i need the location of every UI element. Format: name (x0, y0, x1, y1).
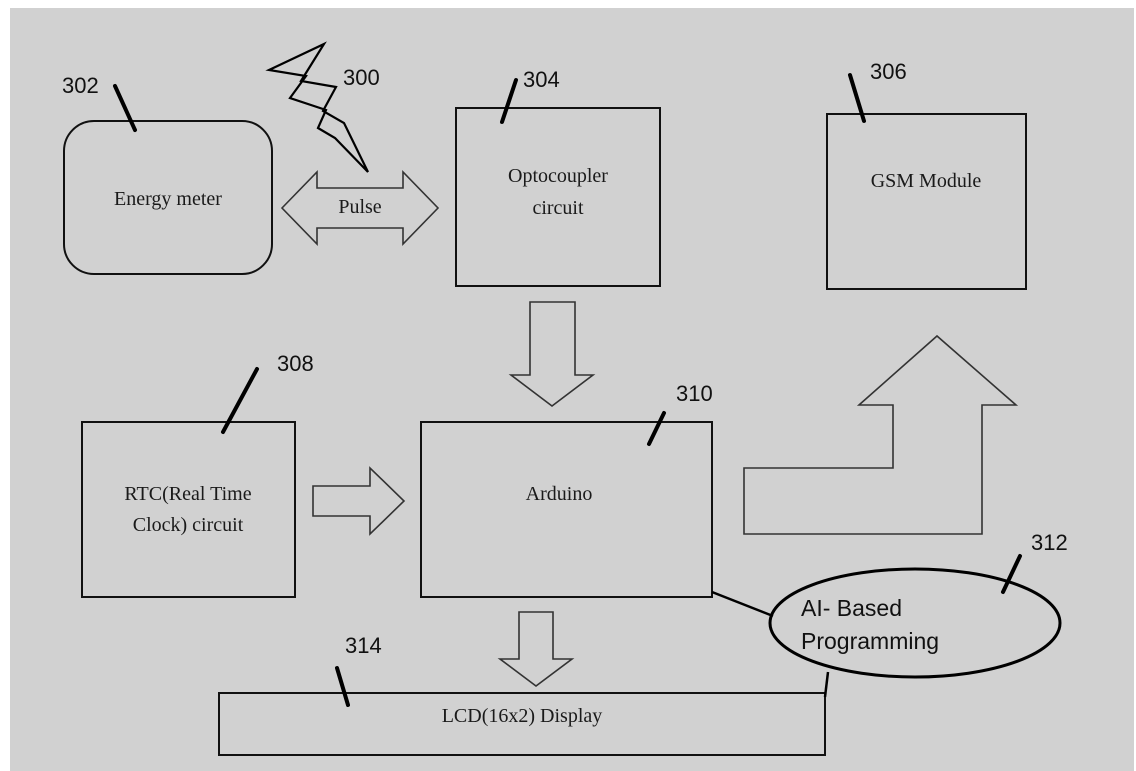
leader-310 (647, 411, 666, 446)
ref-312: 312 (1031, 530, 1068, 555)
rtc-block (81, 421, 296, 598)
ai-label-line2: Programming (801, 628, 939, 654)
rtc-label-line2: Clock) circuit (133, 514, 244, 536)
pulse-double-arrow (280, 170, 440, 246)
ref-300: 300 (343, 65, 380, 90)
arrow-optocoupler-to-arduino (508, 301, 596, 408)
optocoupler-label-line2: circuit (532, 197, 584, 219)
arrow-arduino-to-lcd (497, 611, 575, 687)
leader-304 (500, 78, 518, 124)
ref-306: 306 (870, 59, 907, 84)
wire-arduino-to-ai (711, 590, 774, 618)
ref-314: 314 (345, 633, 382, 658)
ai-programming-ellipse (768, 567, 1062, 679)
gsm-module-label: GSM Module (871, 170, 982, 192)
pulse-label: Pulse (338, 196, 381, 218)
energy-meter-block (63, 120, 273, 275)
ref-304: 304 (523, 67, 560, 92)
ai-label-line1: AI- Based (801, 595, 902, 621)
rtc-label-line1: RTC(Real Time (124, 483, 251, 505)
optocoupler-block (455, 107, 661, 287)
lightning-bolt-icon (265, 41, 369, 173)
optocoupler-label-line1: Optocoupler (508, 165, 608, 187)
arrow-arduino-to-gsm (743, 334, 1019, 535)
leader-302 (113, 84, 137, 132)
wire-ai-to-lcd (823, 671, 830, 698)
arduino-block (420, 421, 713, 598)
arrow-rtc-to-arduino (312, 466, 406, 536)
lcd-display-label: LCD(16x2) Display (442, 705, 603, 727)
energy-meter-label: Energy meter (114, 188, 222, 210)
ref-310: 310 (676, 381, 713, 406)
arduino-label: Arduino (526, 483, 593, 505)
gsm-module-block (826, 113, 1027, 290)
ref-302: 302 (62, 73, 99, 98)
leader-314 (335, 666, 350, 707)
ref-308: 308 (277, 351, 314, 376)
leader-306 (848, 73, 866, 123)
leader-312 (1001, 554, 1022, 594)
lcd-display-block (218, 692, 826, 756)
leader-308 (221, 367, 259, 434)
